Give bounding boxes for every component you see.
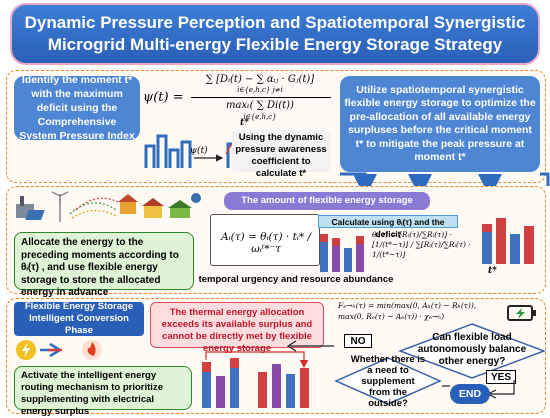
bar-icon — [510, 234, 520, 264]
hourly-banner: The amount of flexible energy storage al… — [224, 192, 430, 224]
calc-label-text: Calculate using θᵢ(τ) and the deficit — [331, 217, 445, 239]
stacked-bars-left — [320, 234, 364, 272]
step-optimize-box: Utilize spatiotemporal synergistic flexi… — [340, 76, 540, 172]
step-identify-text: Identify the moment t* with the maximum … — [19, 74, 135, 142]
arrow-icon — [490, 380, 515, 395]
thermal-warning-text: The thermal energy allocation exceeds it… — [161, 307, 313, 354]
decision-1-label: Can flexible load autonomously balance o… — [417, 332, 527, 367]
bar-icon — [300, 368, 309, 408]
battery-icon — [507, 305, 536, 321]
bar-icon — [332, 244, 340, 272]
energy-type-icons — [16, 340, 102, 360]
title-line-1: Dynamic Pressure Perception and Spatiote… — [24, 13, 526, 32]
bar-icon — [320, 240, 328, 272]
step-optimize-text: Utilize spatiotemporal synergistic flexi… — [344, 83, 536, 164]
globe-icon — [191, 193, 201, 203]
no-label: NO — [344, 334, 372, 348]
decision-1-text: Can flexible load autonomously balance o… — [416, 330, 528, 370]
house-icon — [120, 202, 136, 214]
formula-theta: θᵢ(τ) = [Rᵢ(τ)/∑Rᵢ(τ)] · [1/(t*−τ)] / ∑[… — [372, 230, 472, 282]
bar-icon — [202, 370, 211, 408]
tstar-mark: t* — [240, 118, 249, 128]
end-terminal: END — [450, 384, 490, 404]
psi-denominator: maxₜ( ∑ Di(t)) — [226, 100, 294, 111]
title-banner: Dynamic Pressure Perception and Spatiote… — [10, 3, 540, 65]
dynamic-coefficient-note: Using the dynamic pressure awareness coe… — [232, 130, 330, 179]
psi-lhs: ψ(t) = — [143, 90, 184, 105]
decision-2-label: Whether there is a need to supplement fr… — [350, 353, 426, 409]
bar-icon — [272, 364, 281, 408]
no-arrow — [286, 340, 334, 352]
bar-icon — [258, 372, 267, 408]
tstar-mark-2: t* — [488, 266, 497, 276]
bar-icon — [156, 134, 168, 168]
title-line-2: Microgrid Multi-energy Flexible Energy S… — [47, 35, 503, 54]
bar-icon — [168, 148, 180, 168]
thermal-warning-box: The thermal energy allocation exceeds it… — [150, 302, 324, 354]
routing-bars — [202, 351, 309, 408]
dynamic-coefficient-text: Using the dynamic pressure awareness coe… — [235, 132, 327, 179]
bar-icon — [344, 248, 352, 272]
psi-denominator-subscript: i∈{e,h,c} — [243, 113, 277, 121]
formula-A: Aᵢ(τ) = θᵢ(τ) · tᵢ* / ωᵢᵗ*⁻τ — [220, 231, 312, 255]
step-identify-box: Identify the moment t* with the maximum … — [14, 74, 140, 142]
house-icon — [170, 208, 190, 218]
step-allocate-box: Allocate the energy to the preceding mom… — [14, 232, 194, 298]
formula-F: Fₑ→ₕ(τ) = min(max(0, Aₕ(τ) − Rₕ(τ)), max… — [338, 300, 498, 332]
bar-icon — [286, 374, 295, 408]
building-icon — [144, 206, 162, 218]
arrow-icon — [540, 172, 550, 186]
formula-theta-text: θᵢ(τ) = [Rᵢ(τ)/∑Rᵢ(τ)] · [1/(t*−τ)] / ∑[… — [372, 230, 471, 259]
arrow-icon — [340, 172, 377, 192]
bar-icon — [496, 218, 506, 264]
section-arrows — [340, 172, 550, 192]
routing-box: Activate the intelligent energy routing … — [14, 366, 192, 417]
yes-label: YES — [486, 370, 516, 384]
decision-diamond-1 — [398, 323, 546, 379]
bar-icon — [482, 230, 492, 264]
routing-box-text: Activate the intelligent energy routing … — [21, 370, 163, 417]
bar-icon — [356, 242, 364, 272]
psi-formula: ψ(t) = ∑ [Dᵢ(t) − ∑ αᵢⱼ · Gⱼ(t)] i∈{e,h,… — [143, 74, 339, 124]
psi-fraction-line — [191, 97, 331, 98]
bar-icon — [230, 366, 239, 408]
bar-icon — [524, 226, 534, 264]
bar-icon — [216, 376, 225, 408]
arrow-icon — [205, 351, 309, 369]
solar-panel-icon — [25, 210, 45, 220]
psi-curve-label: ψ(t) — [190, 146, 208, 156]
energy-network-illustration — [16, 191, 201, 222]
urgency-label: temporal urgency and resource abundance — [196, 274, 396, 285]
psi-numerator-subscript: i∈{e,h,c} j≠i — [237, 86, 283, 94]
bar-icon — [180, 140, 192, 168]
psi-numerator: ∑ [Dᵢ(t) − ∑ αᵢⱼ · Gⱼ(t)] — [205, 74, 315, 85]
step-allocate-text: Allocate the energy to the preceding mom… — [21, 237, 179, 298]
phase-box: Flexible Energy Storage Intelligent Conv… — [14, 301, 144, 336]
calc-label: Calculate using θᵢ(τ) and the deficit — [318, 215, 458, 239]
phase-box-text: Flexible Energy Storage Intelligent Conv… — [24, 301, 134, 336]
decision-2-text: Whether there is a need to supplement fr… — [350, 354, 426, 409]
formula-A-box: Aᵢ(τ) = θᵢ(τ) · tᵢ* / ωᵢᵗ*⁻τ — [210, 214, 320, 266]
peak-bars-right — [482, 218, 534, 264]
urgency-label-text: temporal urgency and resource abundance — [198, 274, 394, 285]
formula-F-line1: Fₑ→ₕ(τ) = min(max(0, Aₕ(τ) − Rₕ(τ)), — [338, 301, 477, 310]
formula-F-line2: max(0, Rₑ(τ) − Aₑ(τ)) · χₑ→ₕ) — [338, 312, 445, 321]
end-label: END — [458, 388, 482, 400]
bar-icon — [144, 144, 156, 168]
decision-diamond-2 — [334, 357, 442, 405]
